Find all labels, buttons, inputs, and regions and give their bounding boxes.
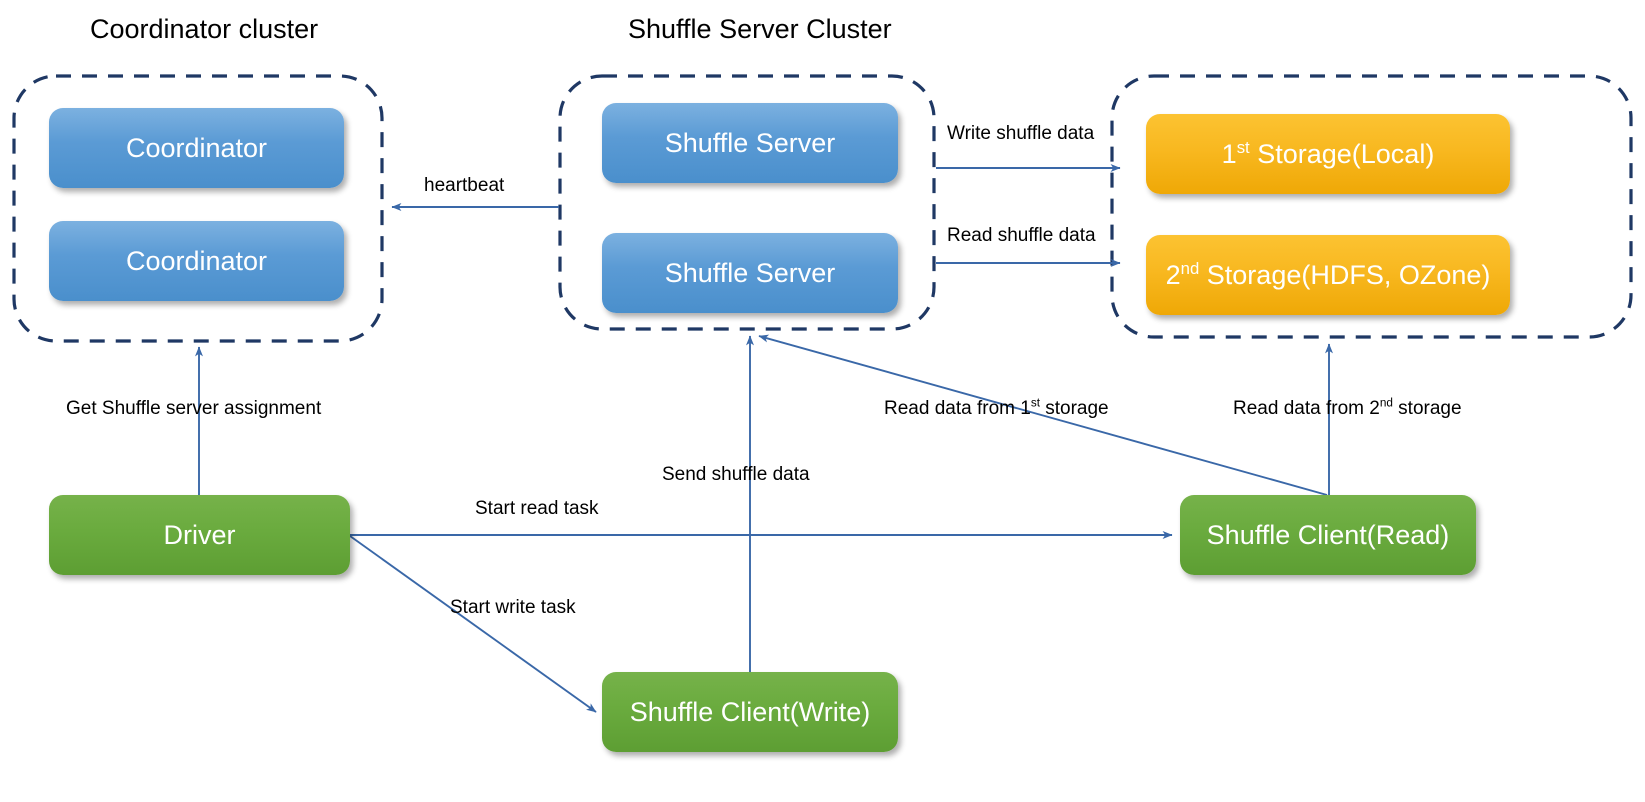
node-driver-label: Driver bbox=[163, 519, 236, 550]
edge-label-heartbeat: heartbeat bbox=[424, 175, 505, 196]
node-storage-1-label: 1st Storage(Local) bbox=[1221, 137, 1435, 169]
node-storage-2[interactable]: 2nd Storage(HDFS, OZone) bbox=[1146, 235, 1510, 315]
coordinator-cluster-title: Coordinator cluster bbox=[90, 14, 319, 44]
node-coordinator-2[interactable]: Coordinator bbox=[49, 221, 344, 301]
node-storage-1[interactable]: 1st Storage(Local) bbox=[1146, 114, 1510, 194]
edge-label-send-shuffle-data: Send shuffle data bbox=[662, 464, 810, 485]
edge-label-read-shuffle-data: Read shuffle data bbox=[947, 225, 1096, 246]
read-1st-ordinal-suffix: st bbox=[1030, 396, 1040, 410]
node-coordinator-1[interactable]: Coordinator bbox=[49, 108, 344, 188]
shuffle-server-cluster-title: Shuffle Server Cluster bbox=[628, 14, 892, 44]
node-shuffle-client-read-label: Shuffle Client(Read) bbox=[1206, 519, 1450, 550]
node-shuffle-server-2[interactable]: Shuffle Server bbox=[602, 233, 898, 313]
edge-label-read-data-from-1st-storage: Read data from 1st storage bbox=[884, 396, 1109, 419]
storage-1-ordinal-suffix: st bbox=[1236, 137, 1250, 157]
node-shuffle-client-write-label: Shuffle Client(Write) bbox=[629, 696, 871, 727]
storage-cluster-border bbox=[1110, 74, 1633, 339]
edge-label-start-read-task: Start read task bbox=[475, 498, 599, 519]
edge-label-get-shuffle-server-assignment: Get Shuffle server assignment bbox=[66, 398, 322, 419]
edge-label-write-shuffle-data: Write shuffle data bbox=[947, 123, 1095, 144]
node-shuffle-server-1-label: Shuffle Server bbox=[664, 127, 836, 158]
node-shuffle-client-write[interactable]: Shuffle Client(Write) bbox=[602, 672, 898, 752]
node-shuffle-server-2-label: Shuffle Server bbox=[664, 257, 836, 288]
node-shuffle-client-read[interactable]: Shuffle Client(Read) bbox=[1180, 495, 1476, 575]
node-driver[interactable]: Driver bbox=[49, 495, 350, 575]
edge-label-start-write-task: Start write task bbox=[450, 597, 576, 618]
node-storage-2-label: 2nd Storage(HDFS, OZone) bbox=[1165, 258, 1491, 290]
shuffle-server-cluster-border bbox=[558, 74, 936, 331]
arrow-read-data-from-1st-storage bbox=[758, 334, 1328, 496]
storage-2-ordinal-suffix: nd bbox=[1180, 258, 1200, 278]
node-coordinator-2-label: Coordinator bbox=[125, 245, 268, 276]
edge-label-read-data-from-2nd-storage: Read data from 2nd storage bbox=[1233, 396, 1462, 419]
coordinator-cluster-border bbox=[12, 74, 384, 343]
node-shuffle-server-1[interactable]: Shuffle Server bbox=[602, 103, 898, 183]
arrow-start-write-task bbox=[349, 535, 597, 713]
read-2nd-ordinal-suffix: nd bbox=[1379, 396, 1393, 410]
node-coordinator-1-label: Coordinator bbox=[125, 132, 268, 163]
